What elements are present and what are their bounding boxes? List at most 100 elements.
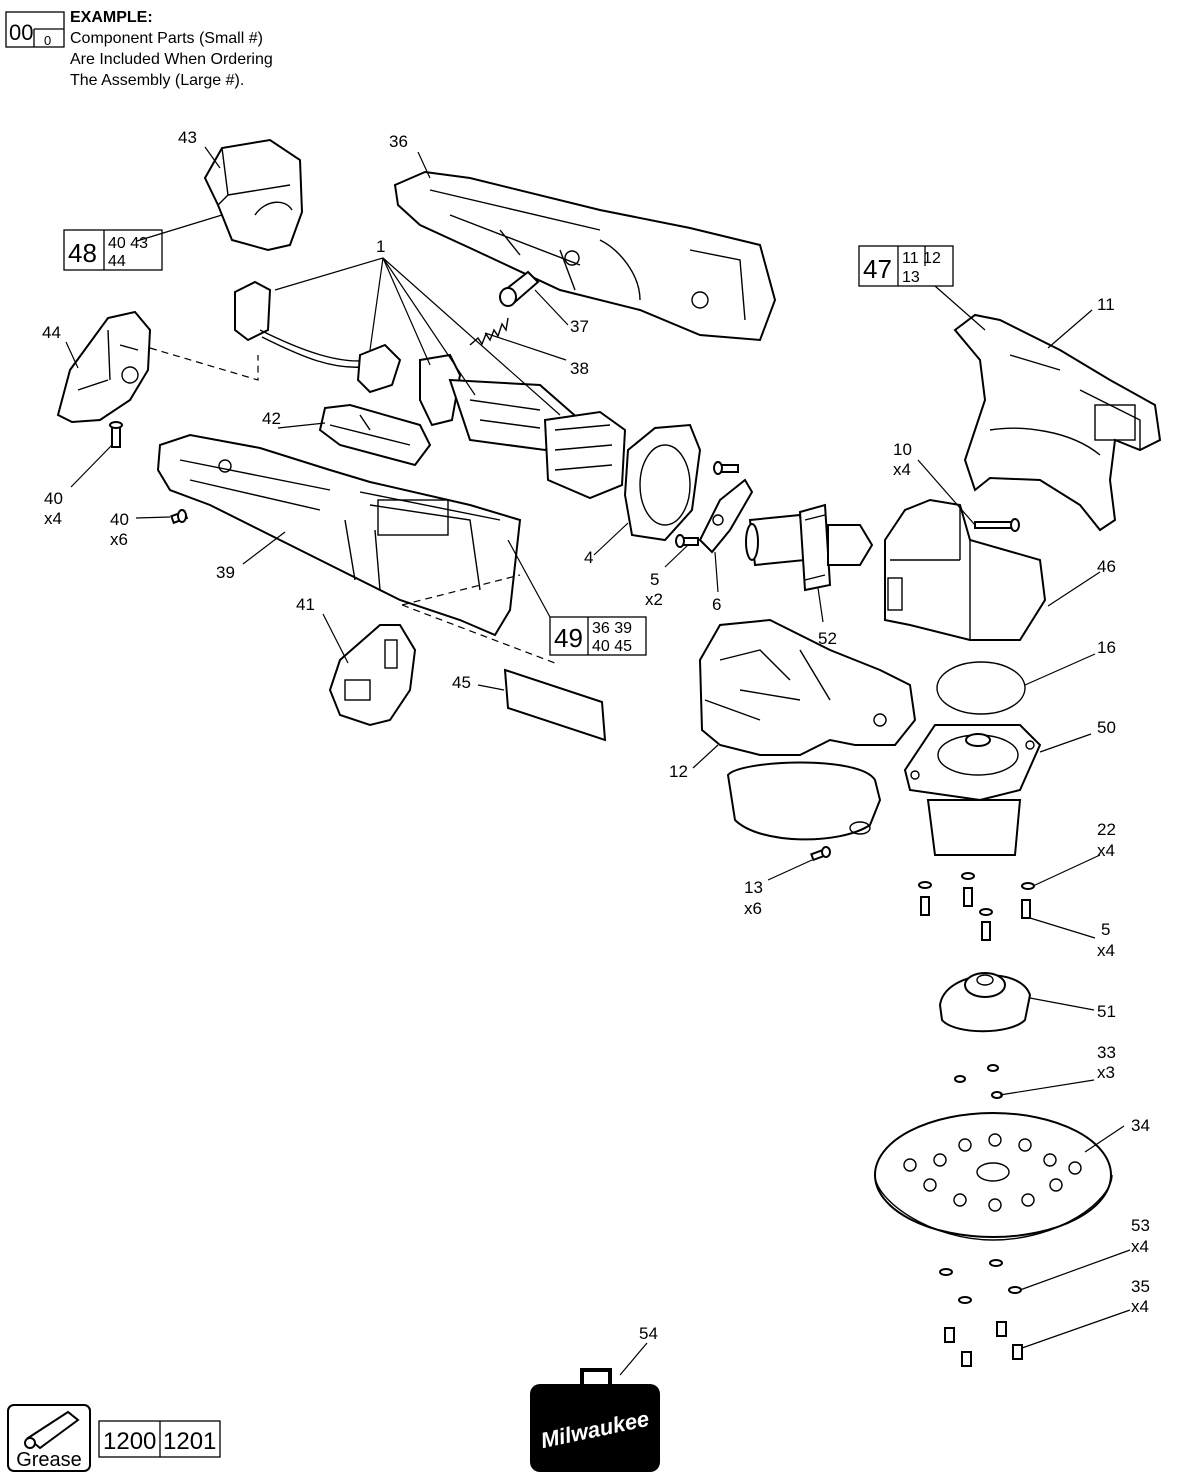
example-legend: EXAMPLE: Component Parts (Small #) Are I… (70, 7, 273, 91)
assembly-48-row1: 40 43 (108, 235, 148, 252)
part-11-gear-housing-half (953, 313, 1162, 532)
callout-4: 4 (584, 548, 593, 567)
part-52-armature (745, 503, 874, 592)
part-16-o-ring (936, 661, 1026, 715)
callout-34: 34 (1131, 1116, 1150, 1135)
part-42-cover (318, 403, 432, 467)
callout-43: 43 (178, 128, 197, 147)
assembly-49-row1: 36 39 (592, 620, 632, 637)
assembly-box-48: 48 40 43 44 (63, 229, 163, 271)
callout-5-a-qty: x2 (645, 590, 663, 609)
callout-33-qty: x3 (1097, 1063, 1115, 1082)
callout-50: 50 (1097, 718, 1116, 737)
callout-13: 13 (744, 878, 763, 897)
callout-5-b-qty: x4 (1097, 941, 1115, 960)
callout-10: 10 (893, 440, 912, 459)
callout-35: 35 (1131, 1277, 1150, 1296)
callout-40-a: 40 (44, 489, 63, 508)
callout-33: 33 (1097, 1043, 1116, 1062)
example-line-3: The Assembly (Large #). (70, 72, 245, 89)
callout-36: 36 (389, 132, 408, 151)
part-51-counterweight (938, 972, 1032, 1033)
part-46-gear-cover (884, 498, 1047, 641)
callout-41: 41 (296, 595, 315, 614)
grease-label: Grease (16, 1449, 82, 1471)
part-54-carrying-case: Milwaukee (530, 1368, 660, 1472)
example-small-number: 0 (44, 33, 51, 48)
example-line-2: Are Included When Ordering (70, 51, 273, 68)
leader-lines (65, 146, 1131, 1376)
part-43-end-cap (203, 138, 304, 252)
assembly-box-47: 47 11 12 13 (858, 245, 954, 287)
part-5-screws-b (920, 887, 1031, 941)
callout-45: 45 (452, 673, 471, 692)
part-5-screw-b (675, 534, 699, 548)
part-22-washers (918, 872, 1035, 916)
callout-40-a-qty: x4 (44, 509, 62, 528)
part-35-screws (944, 1321, 1023, 1367)
part-13-screw (810, 846, 831, 862)
callout-46: 46 (1097, 557, 1116, 576)
callout-53-qty: x4 (1131, 1237, 1149, 1256)
assembly-box-49: 49 36 39 40 45 (549, 616, 647, 656)
callout-1: 1 (376, 237, 385, 256)
part-5-screw-a (713, 461, 739, 475)
grease-indicator: Grease 1200 1201 (7, 1404, 221, 1472)
part-39-motor-housing (156, 433, 522, 637)
example-box: 00 0 (5, 11, 65, 48)
callout-11: 11 (1097, 295, 1115, 314)
part-41-side-grip (328, 624, 417, 727)
grease-code-1: 1200 (103, 1428, 156, 1455)
example-line-1: Component Parts (Small #) (70, 30, 263, 47)
assembly-49-number: 49 (554, 623, 583, 653)
part-33-screws (954, 1064, 1003, 1099)
part-10-screw (974, 518, 1020, 532)
callout-40-b: 40 (110, 510, 129, 529)
callout-40-b-qty: x6 (110, 530, 128, 549)
part-12-gear-housing (698, 618, 917, 841)
callout-16: 16 (1097, 638, 1116, 657)
callout-51: 51 (1097, 1002, 1116, 1021)
callout-6: 6 (712, 595, 721, 614)
assembly-47-row2: 13 (902, 269, 920, 286)
callout-22: 22 (1097, 820, 1116, 839)
callout-53: 53 (1131, 1216, 1150, 1235)
callout-13-qty: x6 (744, 899, 762, 918)
part-1-switch-assembly (234, 280, 627, 500)
part-4-fan-baffle (623, 423, 702, 542)
assembly-49-row2: 40 45 (592, 638, 632, 655)
callout-labels: 43 36 1 37 38 11 44 42 10 x4 40 x4 40 x6… (42, 128, 1150, 1343)
assembly-48-row2: 44 (108, 253, 126, 270)
callout-42: 42 (262, 409, 281, 428)
assembly-48-number: 48 (68, 238, 97, 268)
part-6-bracket-plate (698, 478, 754, 554)
callout-35-qty: x4 (1131, 1297, 1149, 1316)
callout-38: 38 (570, 359, 589, 378)
grease-tube-icon (26, 1410, 80, 1450)
callout-5-b: 5 (1101, 920, 1110, 939)
callout-54: 54 (639, 1324, 658, 1343)
callout-10-qty: x4 (893, 460, 911, 479)
part-36-housing-half (393, 170, 777, 342)
example-big-number: 00 (9, 20, 33, 45)
callout-37: 37 (570, 317, 589, 336)
callout-44: 44 (42, 323, 61, 342)
part-50-bearing-housing (903, 724, 1042, 856)
callout-39: 39 (216, 563, 235, 582)
part-34-backing-pad (874, 1112, 1113, 1241)
part-45-label (503, 668, 607, 742)
callout-22-qty: x4 (1097, 841, 1115, 860)
callout-12: 12 (669, 762, 688, 781)
assembly-47-number: 47 (863, 254, 892, 284)
part-40-screw-a (109, 421, 123, 448)
part-37-bushing (499, 270, 540, 307)
dashed-alignment-lines (149, 347, 556, 664)
part-44-switch-housing (56, 310, 152, 424)
callout-5-a: 5 (650, 570, 659, 589)
callout-52: 52 (818, 629, 837, 648)
example-title: EXAMPLE: (70, 9, 153, 26)
part-53-washers (939, 1259, 1022, 1304)
grease-code-2: 1201 (163, 1428, 216, 1455)
part-40-screw-b (170, 509, 189, 525)
